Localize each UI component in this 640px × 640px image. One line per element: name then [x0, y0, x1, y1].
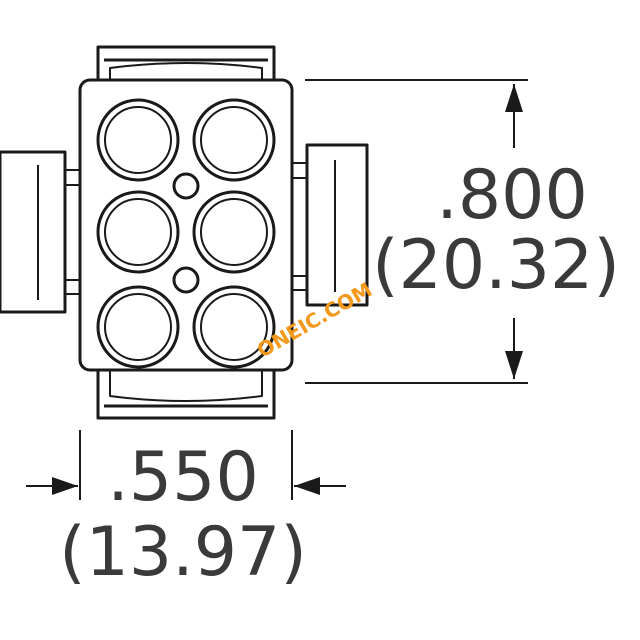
- height-mm-label: (20.32): [372, 226, 620, 305]
- connector-body: [78, 78, 294, 372]
- top-latch: [96, 45, 276, 80]
- cavity-5: [96, 285, 180, 369]
- watermark: ONEIC.COM: [253, 277, 376, 362]
- cavity-2: [192, 98, 276, 182]
- cavity-3: [96, 190, 180, 274]
- polarizing-hole-bottom: [172, 266, 200, 294]
- pin-cavities: [96, 98, 276, 369]
- height-inch-label: .800: [436, 156, 587, 235]
- width-mm-label: (13.97): [59, 513, 307, 592]
- height-dimension: [305, 79, 528, 384]
- cavity-6: [192, 285, 276, 369]
- polarizing-hole-top: [172, 172, 200, 200]
- left-ear: [0, 150, 80, 314]
- cavity-1: [96, 98, 180, 182]
- width-inch-label: .550: [107, 438, 258, 517]
- width-dimension: [26, 430, 346, 500]
- cavity-4: [192, 190, 276, 274]
- bottom-latch: [96, 370, 276, 420]
- right-ear: [292, 143, 369, 307]
- connector-outline: [0, 45, 369, 420]
